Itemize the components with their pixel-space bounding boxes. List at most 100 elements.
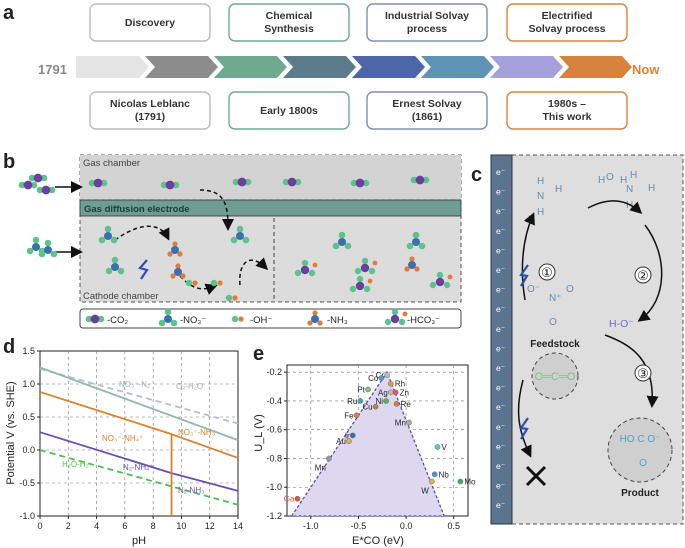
molecule-atom (332, 242, 340, 250)
timeline-arrow-segment (559, 56, 632, 78)
x-tick-label: 6 (122, 521, 127, 531)
molecule-atom (244, 178, 252, 186)
molecule-atom (164, 315, 172, 323)
scatter-point (357, 398, 364, 404)
electron-label: e⁻ (496, 441, 506, 451)
electron-label: e⁻ (496, 285, 506, 295)
point-label: V (442, 443, 448, 452)
point-label: Mn (315, 463, 326, 472)
scatter-point (392, 389, 399, 396)
panel-d-letter: d (3, 336, 15, 358)
chart-d-xlabel: pH (132, 535, 146, 547)
svg-text:O: O (566, 284, 574, 295)
molecule-atom (236, 232, 244, 240)
electron-label: e⁻ (496, 187, 506, 197)
y-tick-label: -1.0 (266, 482, 282, 492)
scatter-point (383, 398, 389, 404)
molecule-atom (110, 236, 118, 244)
molecule-atom (402, 311, 408, 317)
point-label: Co (368, 374, 379, 383)
legend-items: -CO₂-NO₃⁻-OH⁻-NH₃-HCO₃⁻ (85, 308, 440, 327)
electron-label: e⁻ (496, 481, 506, 491)
molecule-atom (28, 174, 36, 182)
scatter-point (326, 455, 332, 462)
timeline-bottom-text: This work (542, 111, 591, 123)
molecule-atom (174, 268, 182, 276)
molecule-atom (93, 178, 103, 188)
scatter-point (434, 444, 441, 450)
timeline-arrow-segment (214, 56, 287, 78)
molecule-atom (361, 257, 369, 265)
electron-label: e⁻ (496, 304, 506, 314)
svg-text:N: N (626, 184, 633, 195)
timeline-top-text: Solvay process (528, 23, 605, 35)
molecule-atom (38, 250, 46, 258)
molecule-atom (111, 263, 119, 271)
scatter-point (346, 438, 352, 445)
molecule-atom (210, 279, 218, 287)
electron-label: e⁻ (496, 461, 506, 471)
series-line (39, 366, 239, 441)
molecule-atom (435, 277, 445, 287)
molecule-atom (349, 285, 357, 293)
series-line (39, 449, 239, 506)
feedstock-label: Feedstock (530, 339, 580, 350)
point-label: Zn (400, 388, 409, 397)
timeline-bottom-box (228, 91, 350, 130)
molecule-atom (170, 273, 176, 279)
timeline-top-text: Discovery (125, 17, 175, 29)
molecule-atom (312, 262, 318, 268)
molecule-atom (362, 179, 370, 187)
timeline-top-text: Chemical (266, 10, 313, 22)
electron-label: e⁻ (496, 324, 506, 334)
timeline-bottom-text: Ernest Solvay (392, 98, 462, 110)
panel-c: c e⁻e⁻e⁻e⁻e⁻e⁻e⁻e⁻e⁻e⁻e⁻e⁻e⁻e⁻e⁻e⁻e⁻e⁻ H… (471, 154, 684, 525)
molecule-atom (225, 294, 233, 302)
molecule-atom (26, 247, 34, 255)
chart-e-xlabel: E*CO (eV) (352, 535, 404, 547)
timeline-end-label: Now (632, 62, 660, 77)
molecule-atom (412, 231, 420, 239)
molecule-atom (368, 267, 376, 275)
scatter-point (378, 375, 385, 381)
step-1-label: ① (541, 265, 553, 280)
point-label: Ni (376, 397, 384, 406)
molecule-atom (232, 295, 238, 301)
y-tick-label: -0.4 (266, 396, 282, 406)
lightning-icon (519, 264, 529, 287)
point-label: Rh (395, 380, 405, 389)
molecule-atom (232, 178, 240, 186)
electron-label: e⁻ (496, 402, 506, 412)
x-tick-label: 8 (151, 521, 156, 531)
molecule-atom (409, 256, 415, 262)
molecule-atom (367, 278, 373, 284)
legend-label: -HCO₃⁻ (407, 315, 440, 326)
scatter-point (349, 432, 356, 439)
timeline-bottom-box (89, 91, 211, 130)
scatter-point (388, 380, 394, 387)
molecule-atom (412, 238, 420, 246)
x-tick-label: 0 (37, 521, 42, 531)
point-label: Ru (347, 397, 357, 406)
svg-text:N: N (537, 191, 544, 202)
series-line (39, 431, 172, 474)
svg-text:O⁻: O⁻ (527, 284, 540, 295)
molecule-atom (390, 314, 400, 324)
timeline-arrow-segment (76, 56, 149, 78)
electron-label: e⁻ (496, 265, 506, 275)
cathode-chamber-label: Cathode chamber (83, 291, 159, 302)
molecule-atom (172, 181, 180, 189)
x-tick-label: 0.5 (447, 521, 460, 531)
svg-text:HO C O⁻: HO C O⁻ (620, 434, 661, 445)
scatter-point (372, 403, 379, 410)
timeline-top-text: Synthesis (264, 23, 314, 35)
svg-text:H: H (555, 184, 562, 195)
molecule-atom (85, 315, 93, 323)
molecule-atom (44, 239, 52, 247)
timeline-arrows (76, 56, 632, 78)
molecule-atom (41, 185, 51, 195)
